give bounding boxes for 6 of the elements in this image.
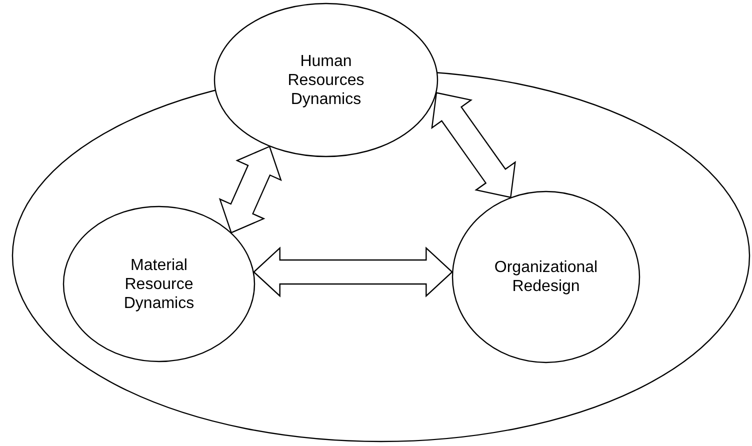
node-label: Human Resources Dynamics (286, 52, 366, 108)
node-label: Material Resource Dynamics (122, 256, 196, 312)
double-block-arrow (252, 246, 454, 298)
node-label: Organizational Redesign (493, 258, 599, 296)
double-block-arrow (431, 92, 516, 198)
double-block-arrow (218, 146, 282, 234)
